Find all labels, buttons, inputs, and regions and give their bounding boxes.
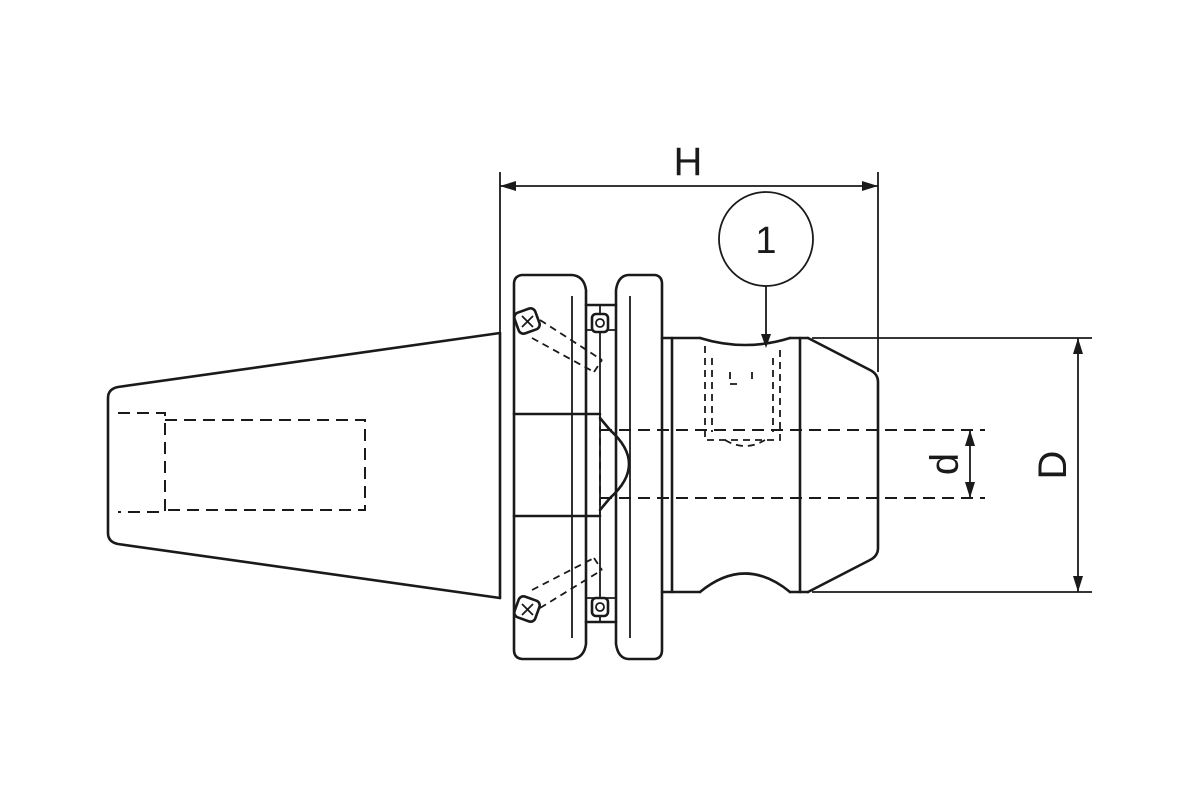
dimension-h: H: [499, 140, 879, 372]
clamping-screw: [704, 346, 781, 447]
flange-right: [614, 273, 664, 661]
flange-left: [512, 273, 588, 661]
callout-1-label: 1: [755, 220, 776, 262]
drive-key-bottom: [513, 557, 610, 623]
dimension-d-small: d: [923, 430, 975, 498]
dimension-h-label: H: [674, 140, 703, 184]
dimension-d-large: D: [812, 337, 1092, 593]
dimension-d-large-label: D: [1031, 451, 1075, 480]
drive-key-top: [513, 307, 610, 373]
central-bore: [512, 412, 985, 518]
holder-body: [660, 336, 880, 594]
dimension-d-small-label: d: [923, 453, 967, 475]
callout-1: 1: [718, 191, 814, 348]
taper-shank: [106, 331, 502, 600]
